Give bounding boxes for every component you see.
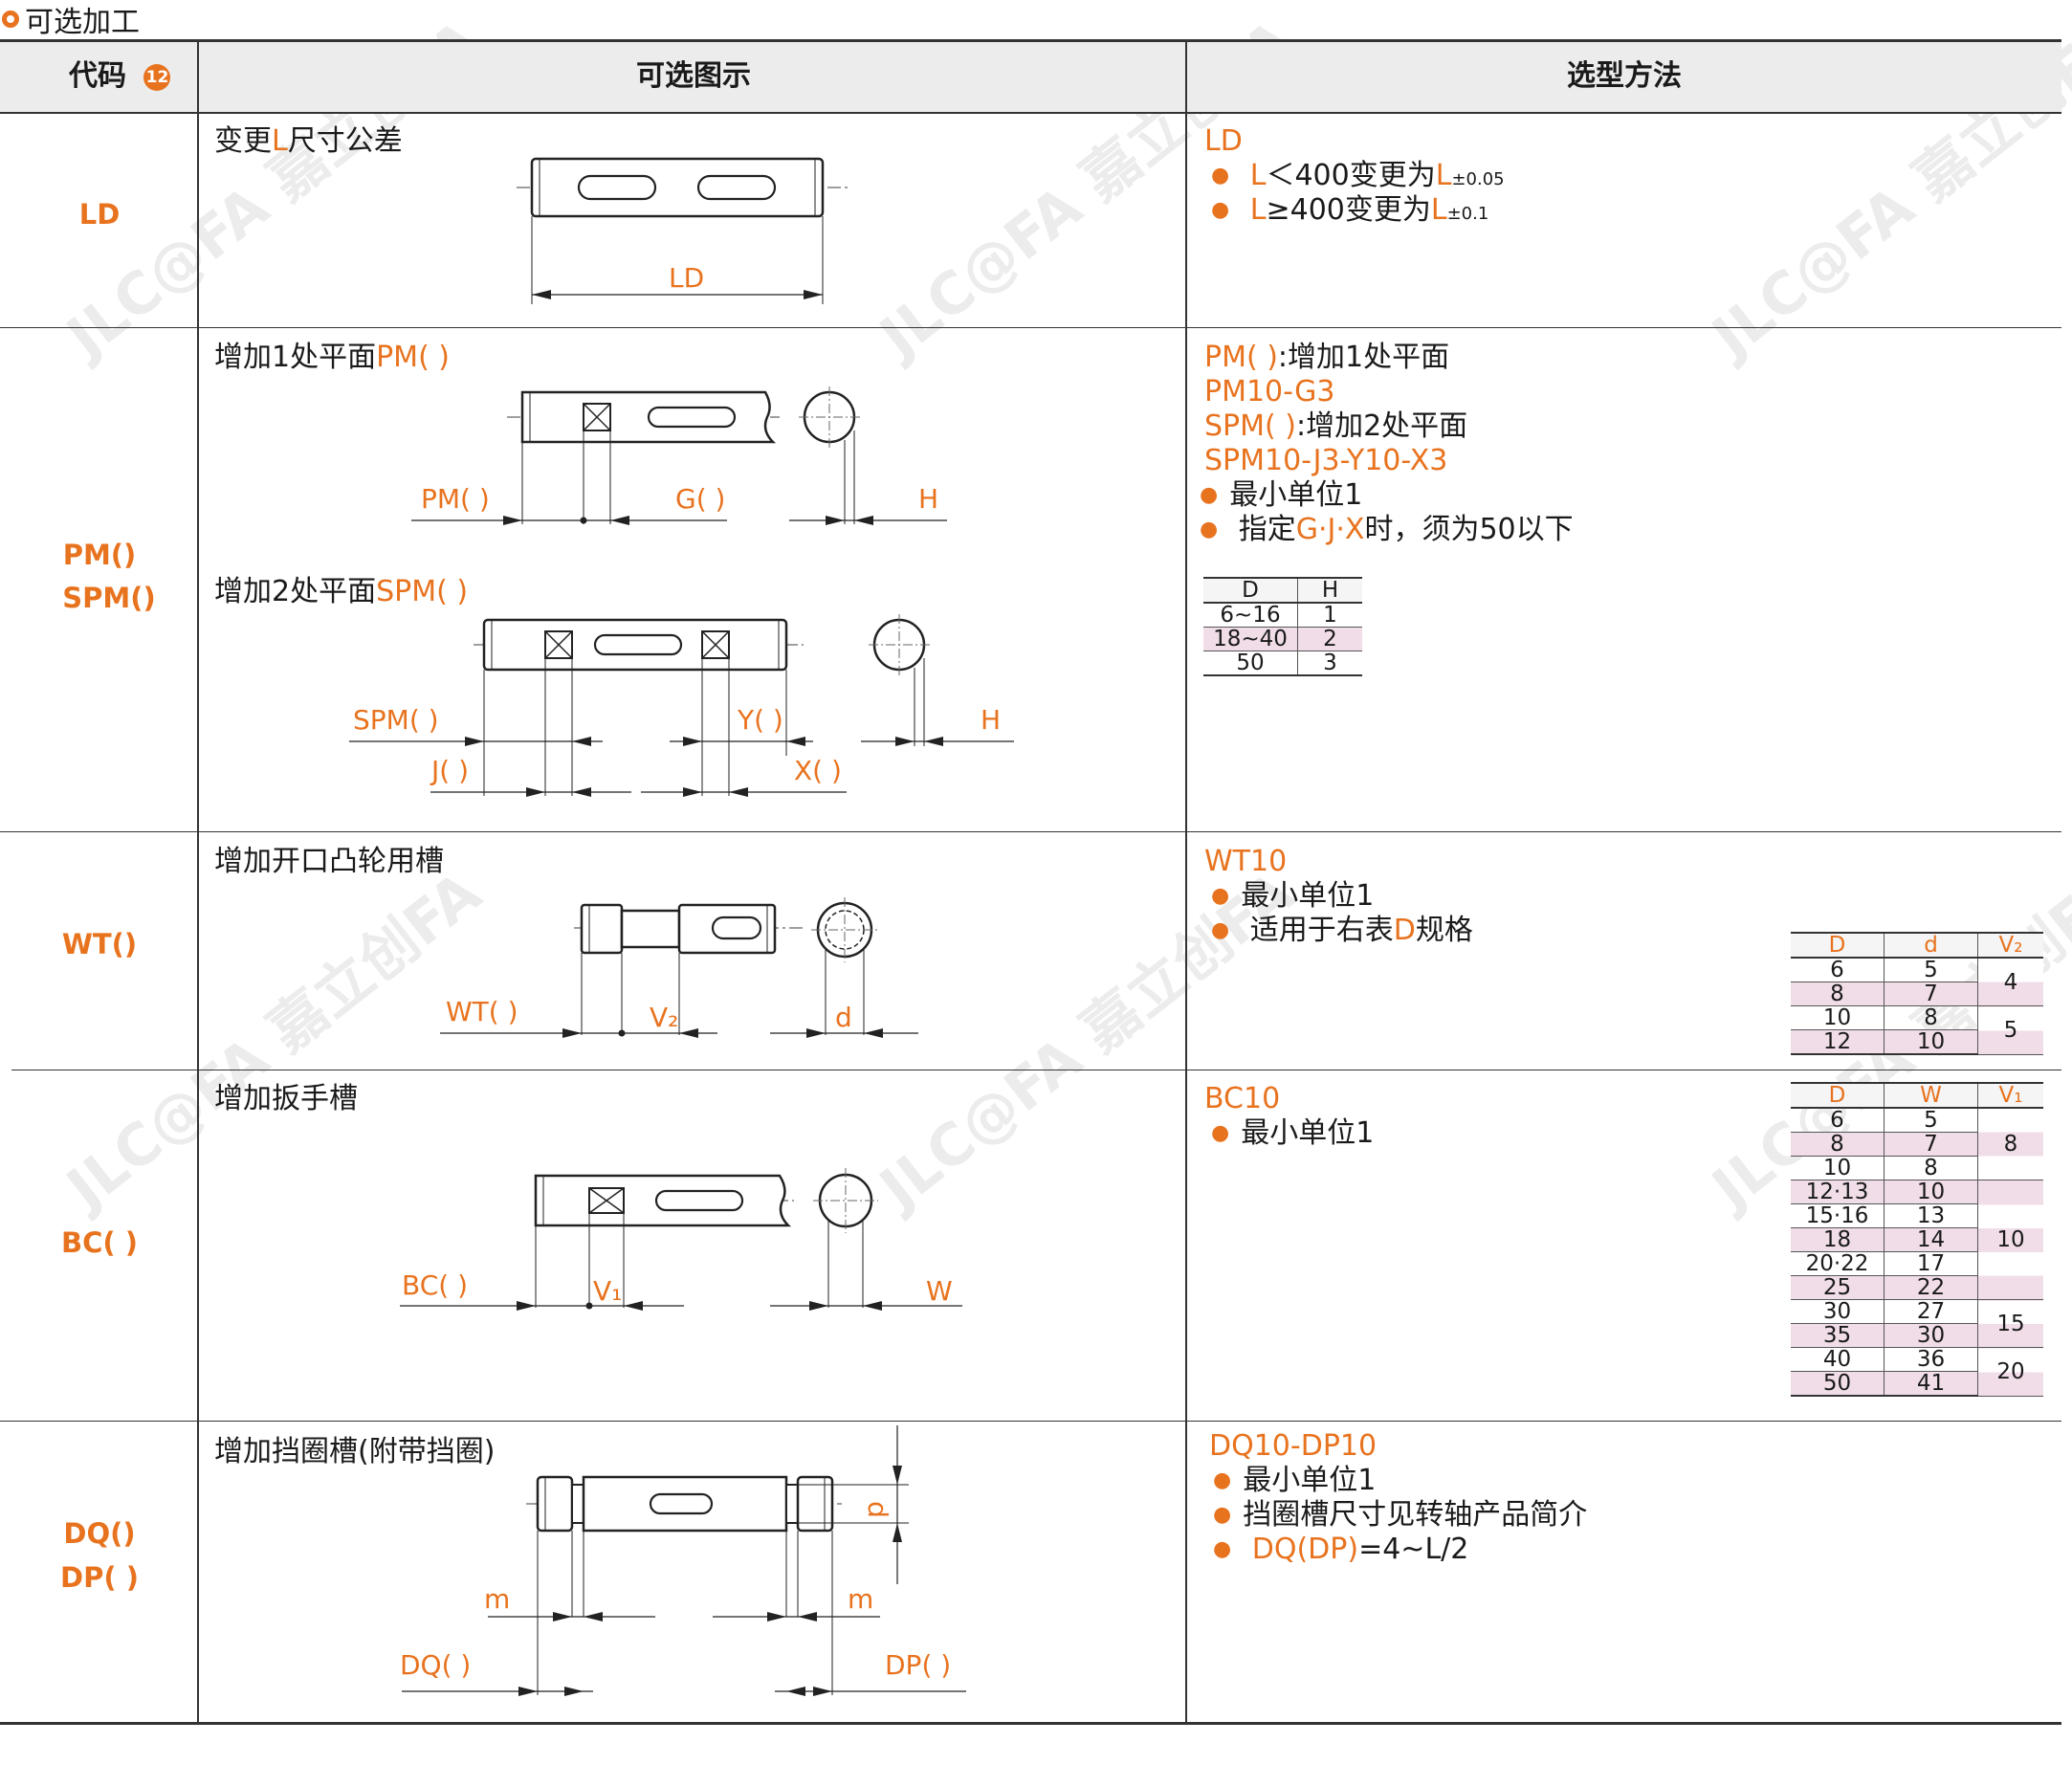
dim-m-left: m: [484, 1583, 511, 1615]
caption-bc: 增加扳手槽: [214, 1082, 358, 1115]
dim-x: X( ): [794, 755, 842, 786]
table-header-cell: H: [1297, 577, 1362, 604]
dim-h-2: H: [981, 704, 1002, 736]
section-title-text: 可选加工: [25, 6, 140, 39]
method-bc-b1: 最小单位1: [1211, 1116, 1374, 1154]
col-divider-2: [1185, 40, 1187, 1724]
dim-j: J( ): [431, 755, 470, 786]
table-header: [0, 40, 2061, 113]
dim-pm: PM( ): [421, 483, 490, 515]
dim-dp: DP( ): [885, 1649, 952, 1681]
shaft-diagram-dq: [402, 1425, 966, 1696]
shaft-diagram-spm: [349, 614, 1014, 797]
table-header-cell: D: [1791, 1082, 1885, 1109]
section-title: 可选加工: [2, 2, 140, 39]
method-line-ld-1: L＜400变更为L±0.05: [1211, 159, 1505, 197]
dim-bc: BC( ): [402, 1269, 469, 1301]
table-header-cell: V₁: [1977, 1082, 2043, 1109]
row-divider: [0, 831, 2061, 832]
header-code: 代码 12: [69, 59, 171, 94]
method-title-bc: BC10: [1204, 1082, 1281, 1115]
code-spm: SPM(): [62, 582, 156, 614]
table-header-cell: d: [1884, 932, 1978, 959]
code-ld: LD: [78, 198, 121, 231]
dim-m-right: m: [848, 1583, 874, 1615]
code-pm: PM(): [62, 539, 137, 571]
method-wt-b2: 适用于右表D规格: [1211, 914, 1473, 951]
dim-g: G( ): [675, 483, 726, 515]
dim-h: H: [918, 483, 939, 515]
table-header-cell: D: [1203, 577, 1298, 604]
code-badge-icon: 12: [143, 63, 171, 91]
caption-ld: 变更L尺寸公差: [214, 124, 403, 158]
shaft-diagram-ld: [517, 157, 851, 304]
method-dq-b1: 最小单位1: [1213, 1464, 1376, 1501]
code-dq: DQ(): [63, 1517, 136, 1550]
dim-ld: LD: [669, 262, 705, 294]
row-divider: [0, 1421, 2061, 1422]
method-pm-3: SPM( ):增加2处平面: [1204, 409, 1468, 443]
ring-icon: [2, 11, 19, 28]
dim-v2: V₂: [650, 1002, 679, 1033]
code-dp: DP( ): [60, 1561, 139, 1594]
dim-d-dq: d: [861, 1501, 893, 1518]
shaft-diagram-bc: [400, 1168, 962, 1311]
row-divider: [0, 327, 2061, 328]
table-header-cell: D: [1791, 932, 1885, 959]
header-method: 选型方法: [1567, 59, 1682, 93]
dim-v1: V₁: [593, 1275, 623, 1307]
shaft-diagram-wt: [440, 897, 918, 1038]
method-pm-b1: 最小单位1: [1200, 478, 1362, 516]
method-title-ld: LD: [1204, 124, 1243, 158]
method-dq-b2: 挡圈槽尺寸见转轴产品简介: [1213, 1498, 1587, 1535]
method-title-dq: DQ10-DP10: [1209, 1429, 1378, 1463]
method-dq-b3: DQ(DP)=4~L/2: [1213, 1533, 1469, 1570]
method-title-wt: WT10: [1204, 845, 1288, 878]
shaft-diagram-pm: [411, 386, 947, 525]
method-pm-2: PM10-G3: [1204, 375, 1335, 408]
caption-pm: 增加1处平面PM( ): [214, 341, 451, 374]
caption-wt: 增加开口凸轮用槽: [214, 845, 444, 878]
method-pm-4: SPM10-J3-Y10-X3: [1204, 444, 1448, 477]
dim-spm: SPM( ): [353, 704, 439, 736]
dim-y: Y( ): [738, 704, 783, 736]
table-top-rule: [0, 39, 2061, 42]
dim-dq: DQ( ): [400, 1649, 472, 1681]
code-bc: BC( ): [61, 1226, 138, 1259]
caption-dq: 增加挡圈槽(附带挡圈): [214, 1435, 496, 1468]
header-diagram: 可选图示: [636, 59, 751, 93]
table-bottom-rule: [0, 1722, 2061, 1725]
dim-wt: WT( ): [446, 996, 518, 1027]
code-wt: WT(): [61, 928, 138, 960]
dim-d: d: [835, 1002, 852, 1033]
col-divider-1: [197, 40, 199, 1724]
method-wt-b1: 最小单位1: [1211, 879, 1374, 916]
method-pm-b2: 指定G·J·X时，须为50以下: [1200, 513, 1574, 550]
dim-w: W: [926, 1275, 953, 1307]
caption-spm: 增加2处平面SPM( ): [214, 575, 469, 608]
method-pm-1: PM( ):增加1处平面: [1204, 341, 1450, 374]
header-bottom-rule: [0, 112, 2061, 114]
method-line-ld-2: L≥400变更为L±0.1: [1211, 193, 1489, 232]
table-header-cell: V₂: [1977, 932, 2043, 959]
table-header-cell: W: [1884, 1082, 1978, 1109]
